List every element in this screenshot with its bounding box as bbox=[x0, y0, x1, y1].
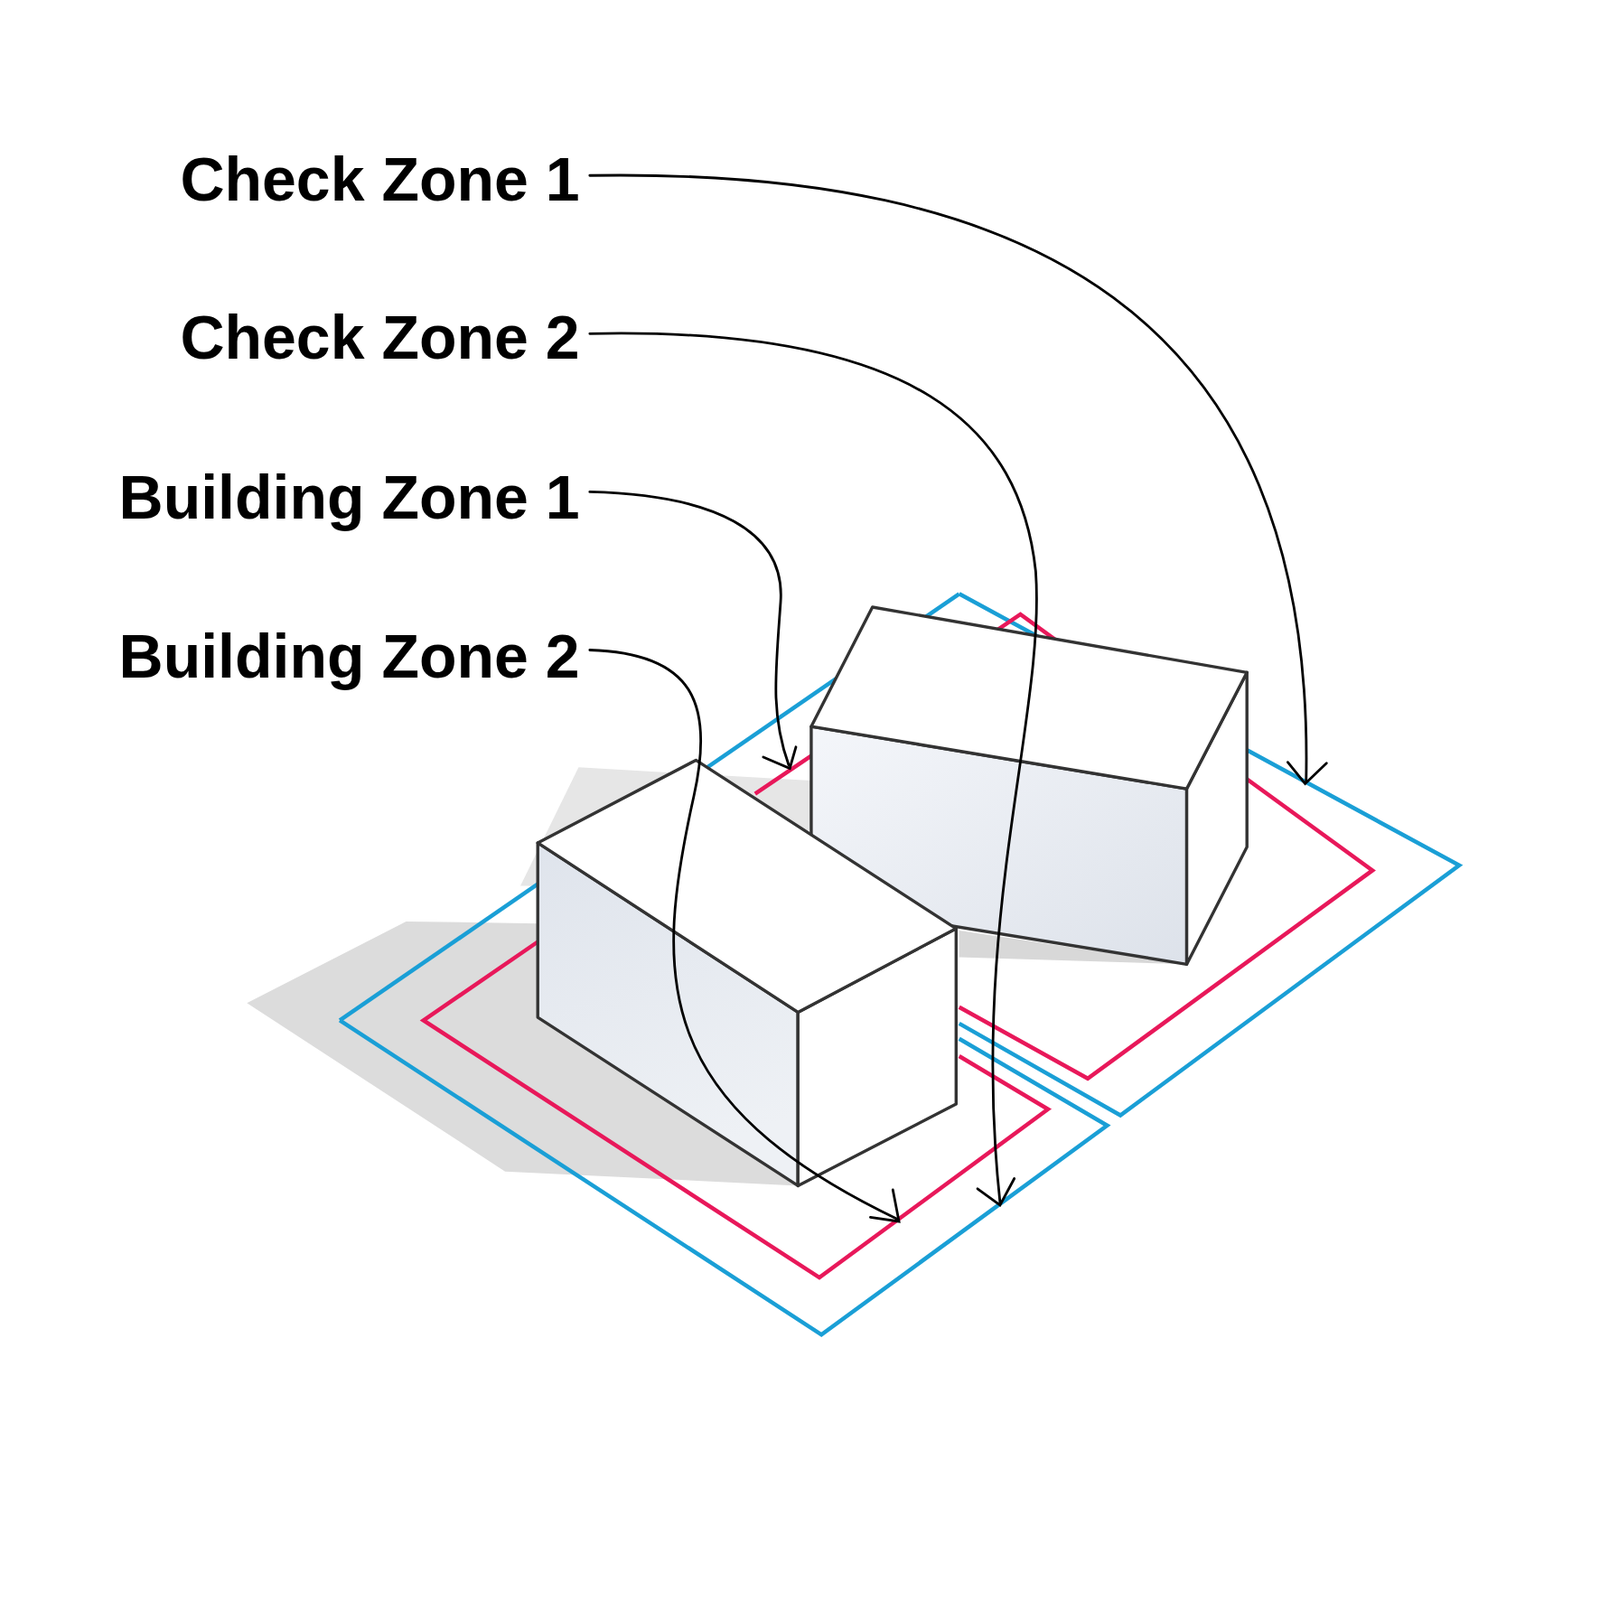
front-building bbox=[537, 759, 956, 1186]
leader-lines bbox=[589, 175, 1327, 1222]
check-zone-lines bbox=[339, 593, 1460, 1335]
callout-label: Building Zone 2 bbox=[119, 625, 581, 687]
callout-label: Check Zone 2 bbox=[179, 306, 580, 368]
callout-label: Building Zone 1 bbox=[119, 466, 581, 528]
callout-label: Check Zone 1 bbox=[179, 148, 580, 210]
